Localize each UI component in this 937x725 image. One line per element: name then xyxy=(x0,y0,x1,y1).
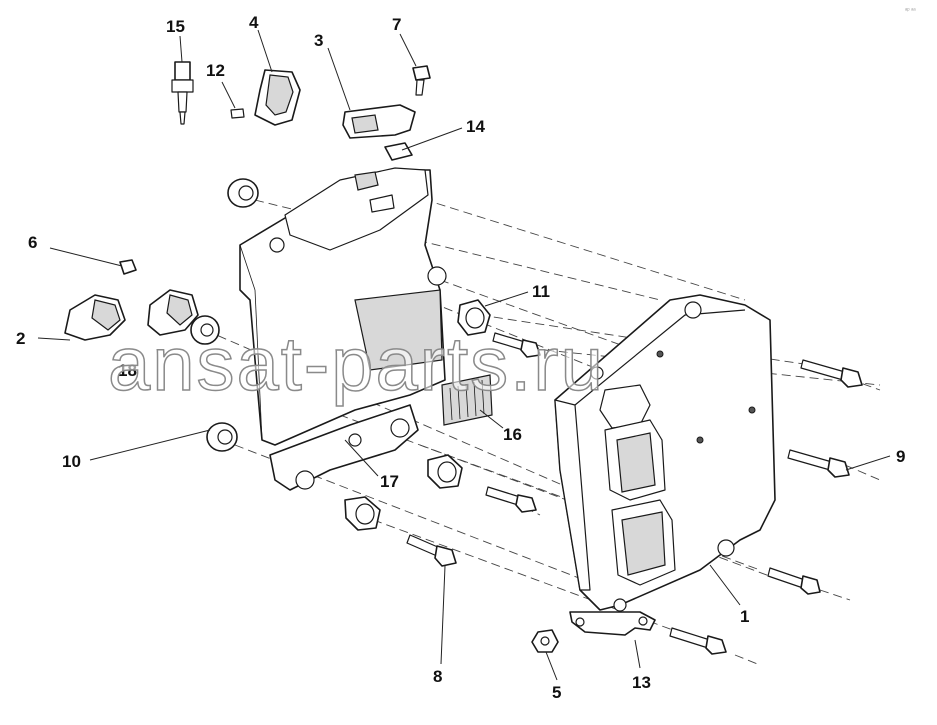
callout-5: 5 xyxy=(552,683,561,702)
grommets xyxy=(190,178,259,452)
sensors xyxy=(64,61,431,341)
ground-strap xyxy=(569,611,656,636)
callout-17: 17 xyxy=(380,472,399,491)
mounting-bracket xyxy=(239,167,447,491)
leader-lines xyxy=(37,29,891,681)
callout-14: 14 xyxy=(466,117,485,136)
callout-7: 7 xyxy=(392,15,401,34)
callout-15: 15 xyxy=(166,17,185,36)
harness-connector xyxy=(441,374,493,426)
corner-mark: ᵃᵖ ᵃᵃ xyxy=(905,8,916,14)
callout-13: 13 xyxy=(632,673,651,692)
callout-3: 3 xyxy=(314,31,323,50)
callout-2: 2 xyxy=(16,329,25,348)
callout-1: 1 xyxy=(740,607,749,626)
bolts xyxy=(406,332,863,655)
ecm-module xyxy=(554,294,776,612)
callout-6: 6 xyxy=(28,233,37,252)
callout-16: 16 xyxy=(503,425,522,444)
callout-4: 4 xyxy=(249,13,259,32)
callout-11: 11 xyxy=(532,282,550,301)
callout-labels: 15 12 4 3 7 14 6 2 18 11 10 16 17 9 1 8 … xyxy=(16,13,905,702)
callout-18: 18 xyxy=(118,361,137,380)
callout-9: 9 xyxy=(896,447,905,466)
callout-10: 10 xyxy=(62,452,81,471)
callout-8: 8 xyxy=(433,667,442,686)
watermark-text: ansat-parts.ru xyxy=(108,322,605,407)
spacers xyxy=(344,299,491,531)
callout-12: 12 xyxy=(206,61,225,80)
